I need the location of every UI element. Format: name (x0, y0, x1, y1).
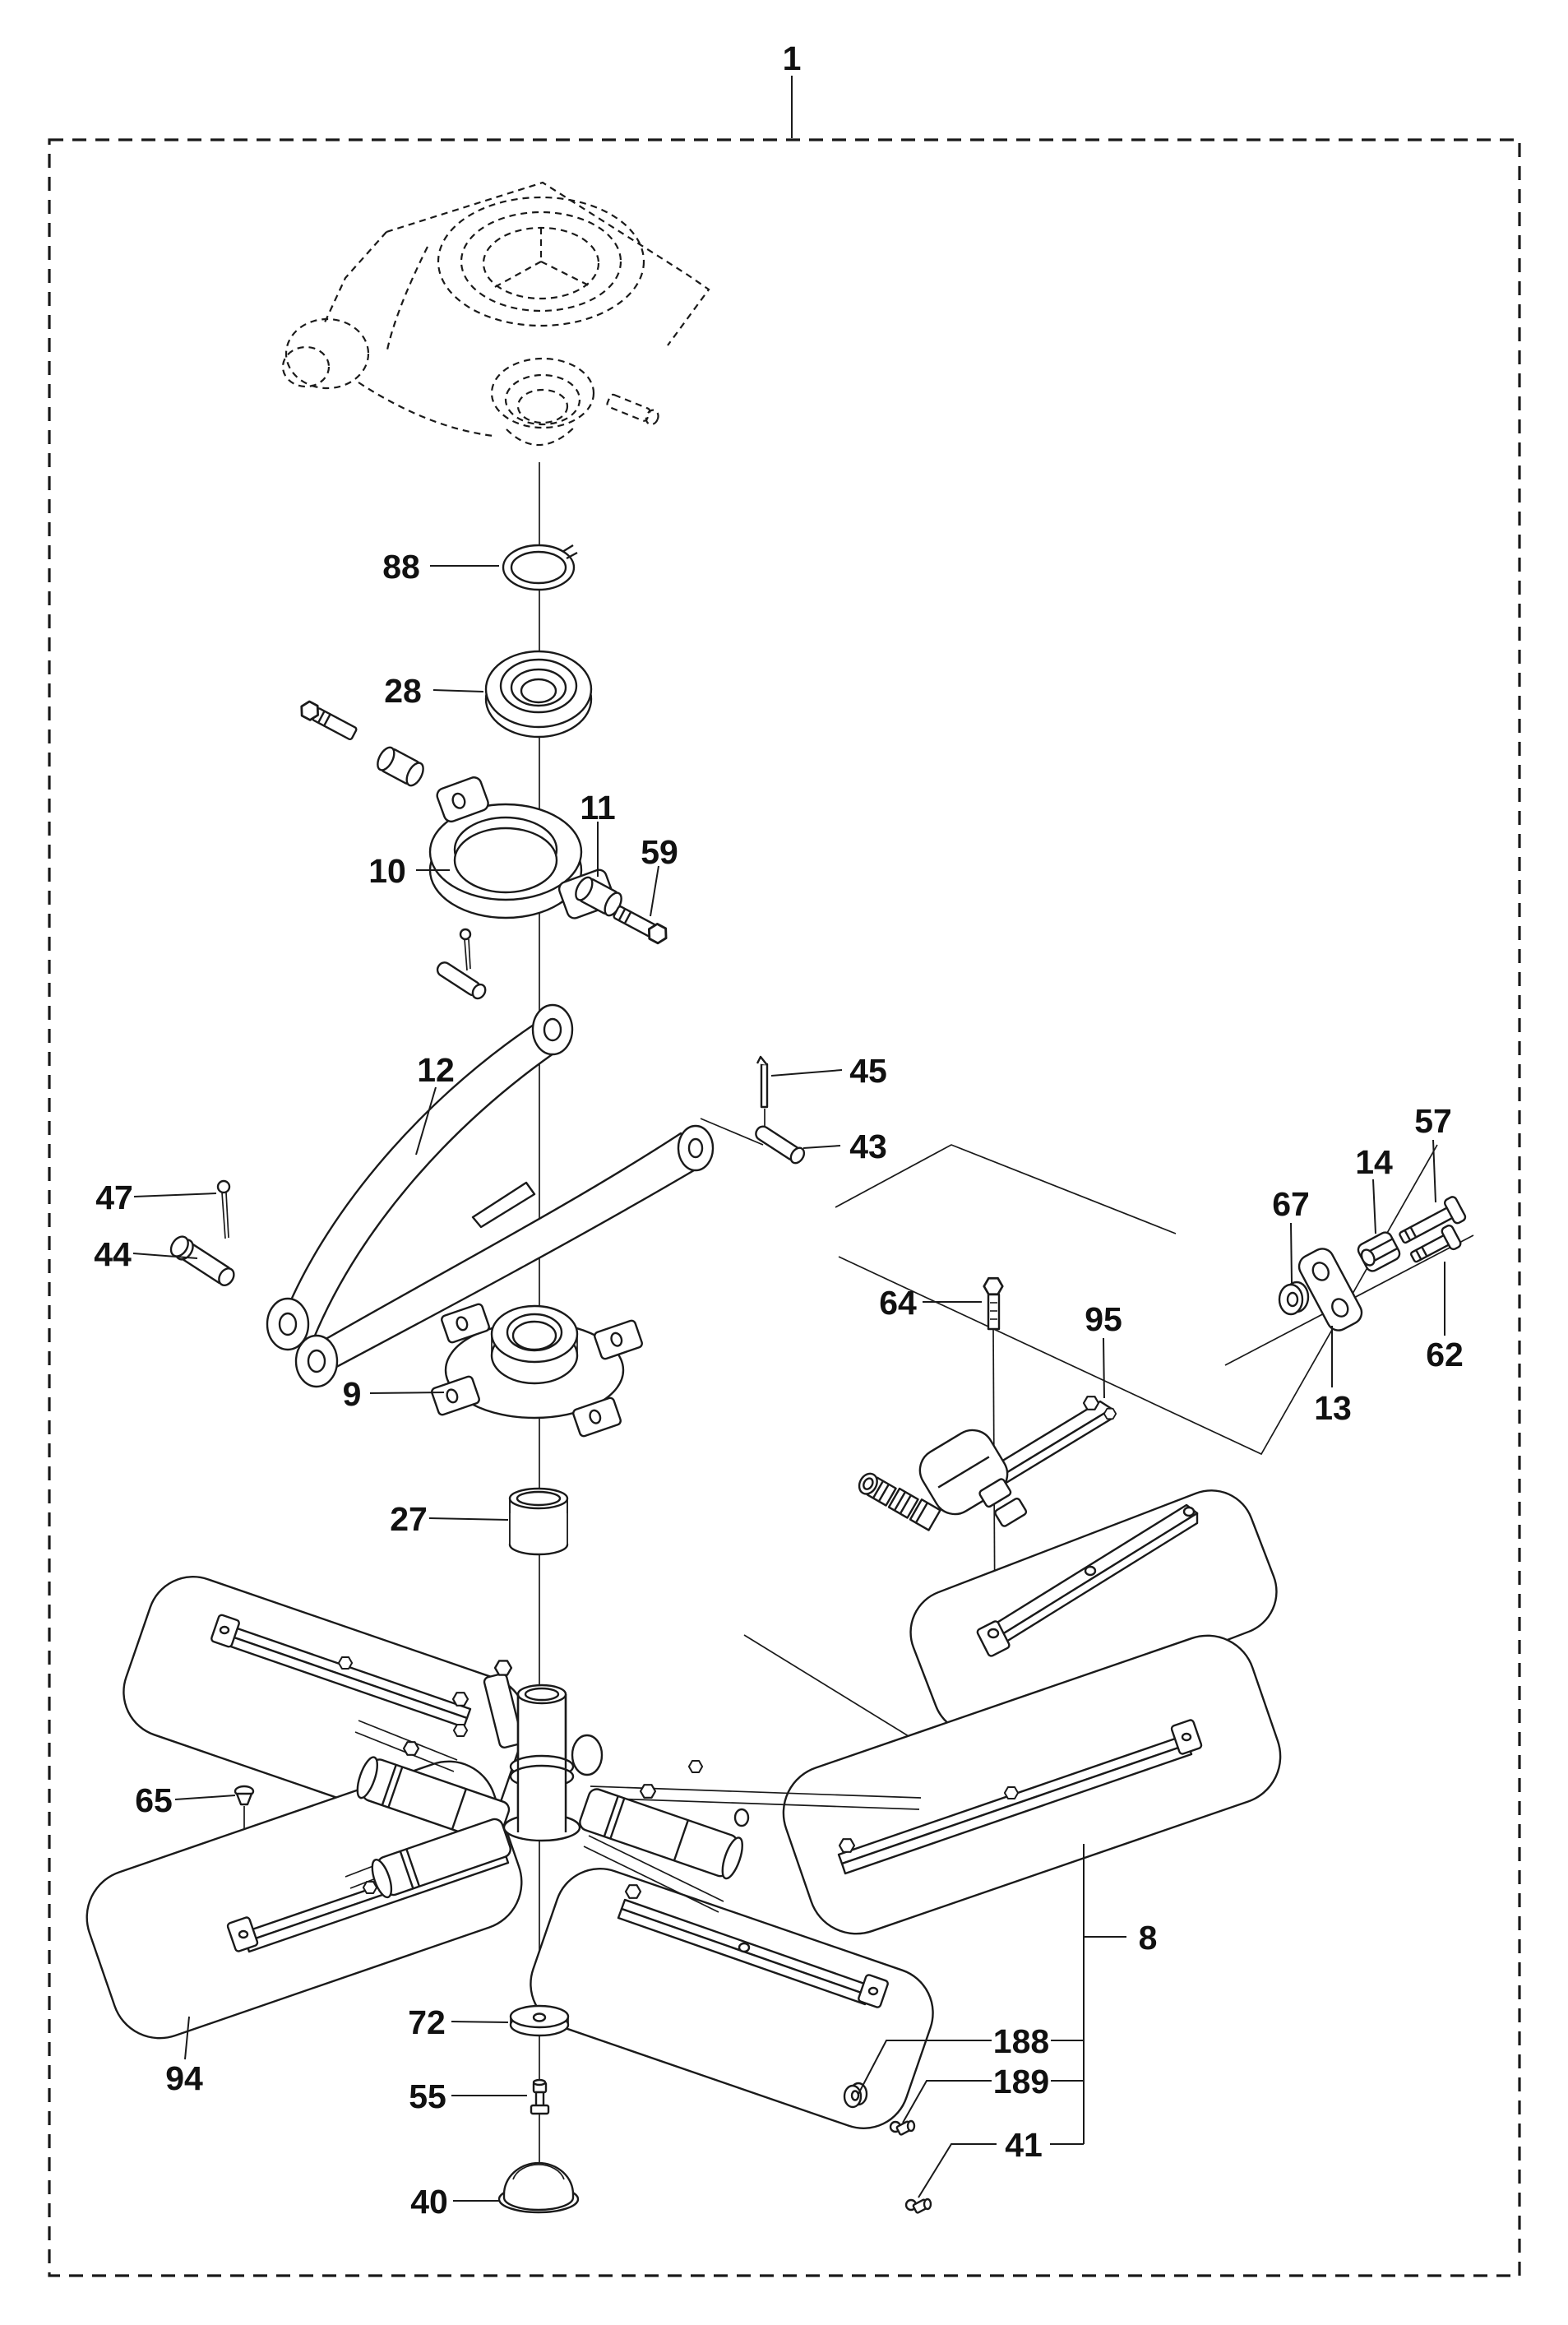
part-11-spacer-upper (377, 746, 424, 787)
callout-62: 62 (1426, 1336, 1464, 1373)
part-28-bearing (484, 650, 593, 739)
callout-leader-65 (174, 1795, 236, 1800)
callout-1: 1 (783, 39, 802, 77)
callout-12: 12 (417, 1051, 455, 1089)
callout-189: 189 (993, 2063, 1049, 2100)
part-9-spider (431, 1303, 643, 1438)
callout-45: 45 (849, 1052, 887, 1090)
callout-leader-189 (902, 2080, 992, 2124)
part-57-bolt (1399, 1196, 1467, 1244)
callout-88: 88 (382, 548, 420, 586)
part-59-bolt (613, 905, 672, 947)
part-27-bushing (508, 1487, 569, 1556)
callout-188: 188 (993, 2022, 1049, 2060)
callout-94: 94 (165, 2059, 203, 2097)
callout-9: 9 (343, 1375, 362, 1413)
part-45-cotter-pin (756, 1055, 769, 1109)
part-14-nut (1357, 1231, 1401, 1272)
part-67-washer (1278, 1281, 1310, 1316)
callout-44: 44 (94, 1235, 132, 1273)
callout-leader-57 (1432, 1139, 1436, 1203)
part-41-grease-fitting (904, 2198, 932, 2214)
callout-65: 65 (135, 1781, 173, 1819)
part-62-bolt (1410, 1224, 1462, 1263)
callout-leader-47 (133, 1193, 217, 1197)
callout-leader-28 (432, 689, 484, 692)
part-blade-detached (909, 1489, 1278, 1734)
callout-27: 27 (390, 1500, 428, 1538)
callout-28: 28 (384, 672, 422, 710)
part-10-clamp-ring (428, 776, 616, 919)
callout-72: 72 (408, 2003, 446, 2041)
part-88-retaining-ring (502, 544, 578, 591)
callout-leader-41 (918, 2143, 997, 2198)
callout-67: 67 (1272, 1185, 1310, 1223)
part-55-screw (530, 2078, 550, 2115)
callout-14: 14 (1355, 1143, 1393, 1181)
callout-leader-44 (132, 1253, 198, 1259)
callout-leader-14 (1372, 1179, 1376, 1234)
part-64-bolt (983, 1276, 1004, 1331)
part-40-cap (497, 2161, 580, 2214)
callout-95: 95 (1085, 1300, 1122, 1338)
callout-57: 57 (1414, 1102, 1452, 1140)
part-43-pin (755, 1125, 806, 1165)
callout-leader-43 (803, 1145, 841, 1149)
callout-59: 59 (641, 833, 678, 871)
callout-leader-45 (770, 1069, 843, 1077)
callout-leader-94 (184, 2016, 190, 2060)
part-59-bolt-upper (296, 697, 424, 787)
callout-64: 64 (879, 1284, 917, 1322)
blade-ne (782, 1634, 1282, 1935)
callout-13: 13 (1314, 1389, 1352, 1427)
callout-leader-9 (369, 1392, 445, 1394)
blade-se (530, 1868, 934, 2129)
part-44-pin (169, 1235, 235, 1286)
callout-11: 11 (580, 789, 615, 827)
part-cotter-pin-mid (436, 928, 487, 1000)
part-47-cotter-pin (216, 1179, 231, 1239)
callout-leader-95 (1103, 1337, 1105, 1399)
part-rotor-hub (356, 1660, 750, 1899)
callout-leader-59 (650, 865, 659, 917)
part-189-grease-fitting (889, 2119, 916, 2136)
bar-se (617, 1884, 889, 2008)
part-13-link-block (1297, 1248, 1363, 1332)
callout-41: 41 (1005, 2126, 1043, 2164)
callout-10: 10 (368, 852, 406, 890)
callout-47: 47 (95, 1179, 133, 1216)
callout-40: 40 (410, 2183, 448, 2221)
gearbox-reference-outline (281, 181, 710, 447)
callout-43: 43 (849, 1128, 887, 1165)
part-72-washer (509, 2004, 570, 2037)
callout-leader-12 (415, 1086, 437, 1156)
part-188-washer (843, 2082, 868, 2109)
callout-leader-188 (858, 2040, 992, 2095)
callout-8: 8 (1139, 1919, 1158, 1957)
part-65-screw (234, 1785, 255, 1806)
callout-leader-27 (428, 1517, 509, 1521)
part-95-trowel-arm (858, 1396, 1117, 1531)
callout-leader-67 (1290, 1222, 1293, 1284)
part-12-yoke (266, 1003, 715, 1388)
bar-ne (837, 1719, 1203, 1875)
callout-55: 55 (409, 2077, 446, 2115)
assembly-boundary-border (48, 138, 1521, 2277)
